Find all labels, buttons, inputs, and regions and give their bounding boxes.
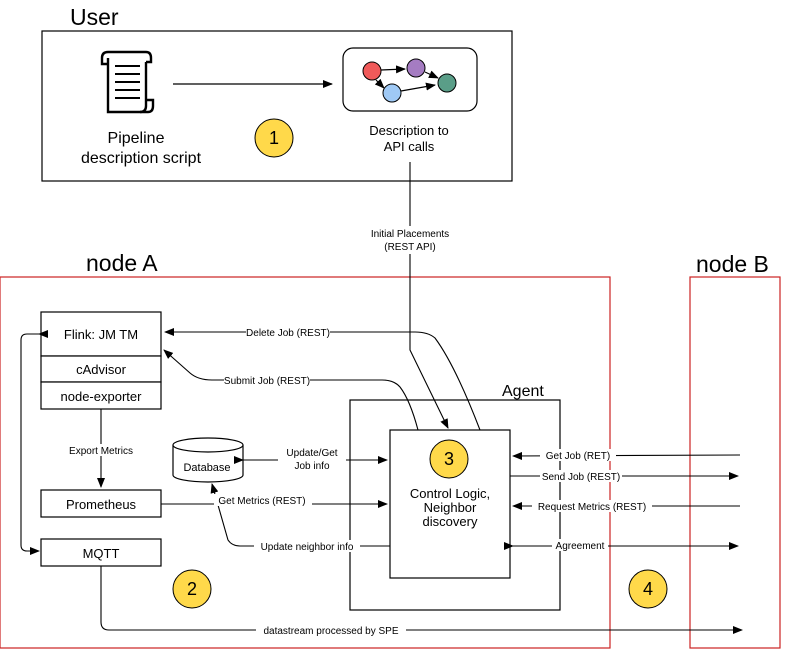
- step-4-badge: [628, 569, 668, 609]
- flink-label: Flink: JM TM: [64, 327, 138, 342]
- api-label-line1: Description to: [369, 123, 448, 138]
- node-a-title: node A: [86, 250, 158, 276]
- cadvisor-box: [40, 355, 162, 383]
- node-b-title: node B: [696, 251, 769, 277]
- prometheus-box: [40, 489, 162, 518]
- get-job-label: Get Job (RET): [546, 451, 610, 462]
- user-box: [41, 30, 513, 182]
- graph-node-purple: [406, 58, 426, 78]
- delete-job-arrow: [164, 328, 481, 431]
- node-exporter-box: [40, 381, 162, 410]
- step-3-badge: [429, 439, 469, 479]
- cadvisor-label: cAdvisor: [76, 362, 127, 377]
- graph-edges: [374, 65, 439, 92]
- update-neighbor-arrow: [210, 483, 390, 547]
- flink-mqtt-link: [20, 330, 48, 555]
- graph-icon: [342, 47, 478, 112]
- graph-node-green: [437, 73, 457, 93]
- node-b-box: [689, 276, 781, 649]
- initial-placements-label-line1: Initial Placements: [371, 229, 449, 240]
- update-get-label-line2: Job info: [294, 461, 329, 472]
- datastream-label: datastream processed by SPE: [263, 626, 398, 637]
- api-label-line2: API calls: [384, 139, 435, 154]
- mqtt-label: MQTT: [83, 546, 120, 561]
- get-metrics-label: Get Metrics (REST): [218, 496, 305, 507]
- graph-node-red: [362, 61, 382, 81]
- update-get-label-line1: Update/Get: [286, 448, 337, 459]
- agent-title: Agent: [502, 383, 544, 400]
- node-a-box: [0, 276, 611, 649]
- prometheus-label: Prometheus: [66, 497, 137, 512]
- export-metrics-label: Export Metrics: [69, 446, 133, 457]
- node-exporter-label: node-exporter: [61, 389, 143, 404]
- step-2-badge: [172, 569, 212, 609]
- cylinder-icon: [172, 437, 244, 483]
- submit-job-arrow: [163, 349, 419, 431]
- graph-node-blue: [382, 83, 402, 103]
- step-2-label: 2: [187, 579, 197, 599]
- step-1-badge: [254, 118, 294, 158]
- agreement-label: Agreement: [556, 541, 605, 552]
- step-3-label: 3: [444, 449, 454, 469]
- flink-box: [40, 311, 162, 357]
- datastream-arrow: [100, 566, 743, 634]
- control-logic-line3: discovery: [423, 514, 478, 529]
- send-job-label: Send Job (REST): [542, 472, 620, 483]
- step-1-label: 1: [269, 128, 279, 148]
- delete-job-label: Delete Job (REST): [246, 328, 330, 339]
- control-logic-line2: Neighbor: [424, 500, 477, 515]
- initial-placements-label-line2: (REST API): [384, 242, 436, 253]
- step-4-label: 4: [643, 579, 653, 599]
- update-neighbor-label: Update neighbor info: [261, 542, 354, 553]
- control-logic-line1: Control Logic,: [410, 486, 490, 501]
- pipeline-label-line1: Pipeline: [108, 130, 165, 147]
- request-metrics-label: Request Metrics (REST): [538, 502, 646, 513]
- initial-placements-arrow: [409, 162, 449, 429]
- scroll-icon: [100, 50, 155, 114]
- submit-job-label: Submit Job (REST): [224, 376, 310, 387]
- database-label: Database: [183, 462, 230, 474]
- pipeline-label-line2: description script: [81, 150, 202, 167]
- user-region-title: User: [70, 4, 119, 30]
